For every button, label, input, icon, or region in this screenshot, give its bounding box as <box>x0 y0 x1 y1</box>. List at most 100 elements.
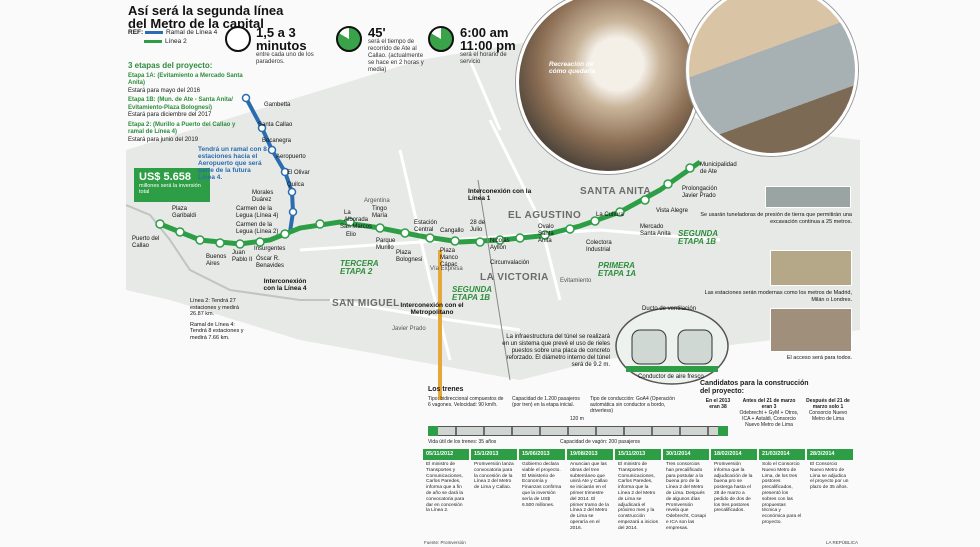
station-puerto-callao: Puerto del Callao <box>132 236 160 249</box>
district-la-victoria: LA VICTORIA <box>480 272 549 283</box>
candidates-heading: Candidatos para la construcción del proy… <box>700 380 809 395</box>
station-plaza-garibaldi: Plaza Garibaldi <box>172 206 197 219</box>
render-caption: Recreación de cómo quedaría <box>549 61 596 75</box>
trains-heading: Los trenes <box>428 386 464 393</box>
access-photo <box>770 308 852 352</box>
etapa-tag-segunda-1b-east: SEGUNDA ETAPA 1B <box>678 229 718 246</box>
tunnel-boring-photo <box>765 186 851 208</box>
station-modern-photo <box>770 250 852 286</box>
station-prolongacion-javier-prado: Prolongación Javier Prado <box>682 186 718 199</box>
station-ovalo-santa-anita: Ovalo Santa Anita <box>538 224 554 244</box>
station-bocanegra: Bocanegra <box>262 138 292 144</box>
station-vista-alegre: Vista Alegre <box>656 208 688 214</box>
line-info: Línea 2: Tendrá 27 estaciones y medirá 2… <box>190 298 252 341</box>
coast <box>125 204 360 301</box>
candidates-2013: En el 2013 eran 38 <box>700 398 736 410</box>
etapa-1a-title: Etapa 1A: (Evitamiento a Mercado Santa A… <box>128 72 243 87</box>
page-title: Así será la segunda línea del Metro de l… <box>128 3 284 31</box>
station-cangallo: Cangallo <box>440 228 464 234</box>
station-quilca: Quilca <box>287 182 305 188</box>
source-note: Fuente: ProInversión <box>424 540 466 545</box>
candidates-after-title: Después del 21 de marzo solo 1 <box>806 398 850 410</box>
district-el-agustino: EL AGUSTINO <box>508 210 582 221</box>
station-la-alborada: La Alborada <box>344 210 369 223</box>
legend-swatch-ramal <box>144 30 163 34</box>
etapas-heading: 3 etapas del proyecto: <box>128 61 213 70</box>
station-estacion-central: Estación Central <box>414 220 438 233</box>
train-length: 120 m <box>570 416 584 422</box>
ramal-info: Ramal de Línea 4: Tendrá 8 estaciones y … <box>190 321 244 341</box>
interconnection-metropolitano: Interconexión con el Metropolitano <box>400 302 464 316</box>
timeline: 05/11/2012 El ministro de Transportes y C… <box>423 449 855 541</box>
etapa-tag-primera: PRIMERA ETAPA 1A <box>598 261 637 278</box>
timeline-text: Anuncian que las obras del tren subterrá… <box>570 462 609 531</box>
brand-note: LA REPÚBLICA <box>826 540 859 545</box>
ramal-stations <box>241 93 298 217</box>
station-elio: Elio <box>346 232 357 238</box>
timeline-date: 21/03/2014 <box>759 449 805 460</box>
station-carmen-l2: Carmen de la Legua (Línea 2) <box>236 222 279 235</box>
station-san-marcos: San Marcos <box>340 224 373 230</box>
street-argentina: Argentina <box>364 198 390 204</box>
train-lifespan: Vida útil de los trenes: 35 años <box>428 439 497 445</box>
wagon-capacity: Capacidad de vagón: 200 pasajeros <box>560 439 641 445</box>
stat-schedule-value: 6:00 am 11:00 pm <box>460 25 516 53</box>
etapa-1b-date: Estará para diciembre del 2017 <box>128 112 212 118</box>
train-conductor: Tipo de conducción: GoA4 (Operación auto… <box>590 396 675 414</box>
stat-schedule: 6:00 am 11:00 pm será el horario de serv… <box>460 26 520 66</box>
station-juan-pablo: Juan Pablo II <box>232 250 253 263</box>
station-parque-murillo: Parque Murillo <box>376 238 396 251</box>
investment-text: millones será la inversión total <box>139 183 201 195</box>
tunnel-description: La infraestructura del túnel se realizar… <box>502 334 610 368</box>
station-plaza-manco-capac: Plaza Manco Cápac <box>440 248 459 268</box>
timeline-date: 15/11/2013 <box>615 449 661 460</box>
district-san-miguel: SAN MIGUEL <box>332 298 400 309</box>
timeline-text: ProInversión informa que la adjudicación… <box>714 462 753 514</box>
station-morales-duarez: Morales Duárez <box>252 190 274 203</box>
timeline-text: ProInversión lanza convocatoria para la … <box>474 462 514 491</box>
investment-value: US$ 5.658 <box>139 171 191 183</box>
station-oscar-benavides: Óscar R. Benavides <box>256 256 285 269</box>
timeline-date: 15/06/2013 <box>519 449 565 460</box>
station-gambetta: Gambetta <box>264 102 291 108</box>
street-javier-prado: Javier Prado <box>392 326 426 332</box>
station-modern-caption: Las estaciones serán modernas como los m… <box>704 290 852 303</box>
candidates-2013-title: En el 2013 eran 38 <box>705 398 731 410</box>
timeline-text: Tres consorcios han precalificado para p… <box>666 462 706 531</box>
station-municipalidad-ate: Municipalidad de Ate <box>700 162 737 175</box>
timeline-text: El Consorcio Nuevo Metro de Lima se adju… <box>810 462 849 491</box>
timeline-text: Gobierno declara viable el proyecto. El … <box>522 462 562 508</box>
train-cab-right <box>718 426 728 436</box>
legend-ref-label: REF: <box>128 29 144 36</box>
access-caption: El acceso será para todos. <box>786 355 852 361</box>
legend-swatch-linea2 <box>144 39 162 43</box>
timeline-date: 19/08/2013 <box>567 449 613 460</box>
duct-label: Ducto de ventilación <box>642 306 697 312</box>
train-type: Tipo: bidireccional compuestos de 6 vago… <box>428 396 504 408</box>
clock-icon <box>225 26 251 52</box>
schedule-icon <box>428 26 454 52</box>
etapa-2-title: Etapa 2: (Murillo a Puerto del Callao y … <box>128 121 236 136</box>
stations <box>155 163 695 249</box>
station-circunvalacion: Circunvalación <box>490 260 530 266</box>
station-santa-callao: Santa Callao <box>258 122 293 128</box>
candidates-before: Antes del 21 de marzo eran 3 Odebrecht +… <box>738 398 800 428</box>
station-carmen-l4: Carmen de la Legua (Línea 4) <box>236 206 279 219</box>
legend: REF: Ramal de Línea 4 Línea 2 <box>128 28 217 46</box>
train-cab-left <box>428 426 438 436</box>
timeline-text: El ministro de Transportes y Comunicacio… <box>618 462 658 531</box>
station-el-olivar: El Olivar <box>287 170 310 176</box>
candidates-before-text: Odebrecht + GyM + Otros, ICA + Astaldi, … <box>739 410 799 428</box>
train-illustration <box>428 426 728 436</box>
timeline-date: 05/11/2012 <box>423 449 469 460</box>
legend-item-linea2: Línea 2 <box>165 38 187 45</box>
ramal-note: Tendrá un ramal con 8 estaciones hacia e… <box>198 146 267 181</box>
roads <box>299 59 721 361</box>
station-nicolas-ayllon: Nicolás Ayllón <box>490 238 510 251</box>
timeline-date: 28/3/2014 <box>807 449 853 460</box>
timer-icon <box>336 26 362 52</box>
stat-frequency-value: 1,5 a 3 minutos <box>256 25 307 53</box>
etapa-1a-date: Estará para mayo del 2016 <box>128 87 201 94</box>
tunnel-cutaway-photo <box>686 0 858 156</box>
